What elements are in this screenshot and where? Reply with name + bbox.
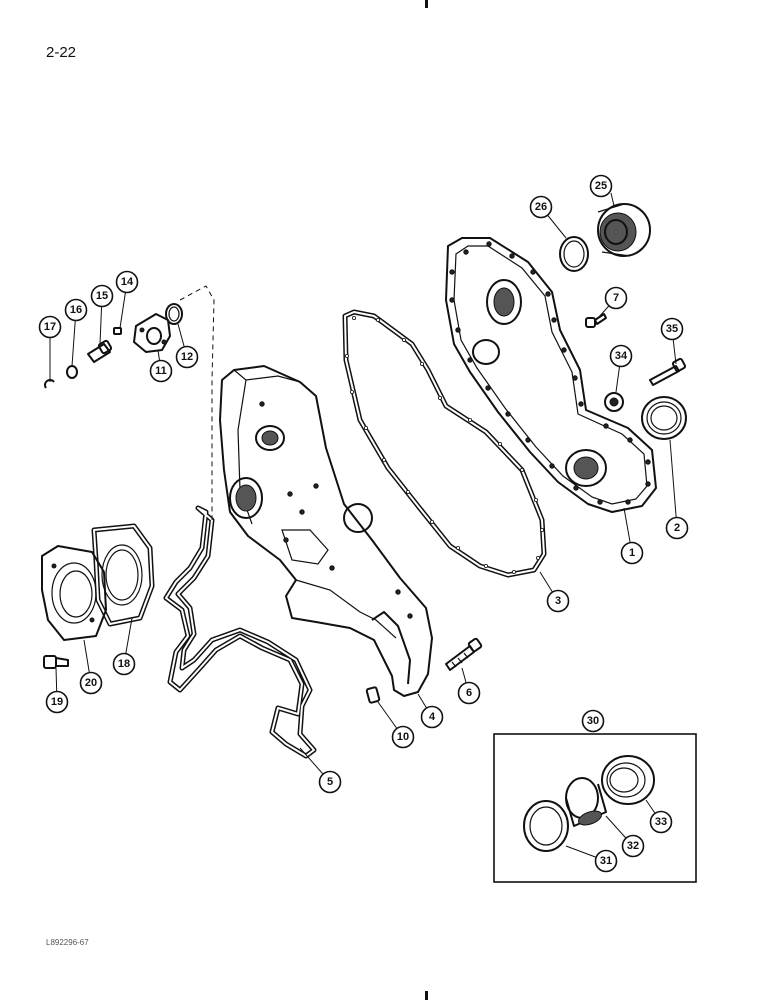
callout-26-label: 26 bbox=[535, 201, 547, 213]
callout-33: 33 bbox=[649, 810, 673, 834]
callout-12-label: 12 bbox=[181, 351, 193, 363]
callout-32-label: 32 bbox=[627, 840, 639, 852]
callout-33-label: 33 bbox=[655, 816, 667, 828]
bottom-edge-mark bbox=[425, 991, 428, 1000]
callout-16-label: 16 bbox=[70, 304, 82, 316]
ring-part-26 bbox=[559, 236, 589, 272]
callout-6: 6 bbox=[457, 681, 481, 705]
figure-code: L892296-67 bbox=[46, 938, 89, 947]
housing-gasket-part-5 bbox=[163, 505, 317, 759]
callout-20-label: 20 bbox=[85, 677, 97, 689]
callout-25: 25 bbox=[589, 174, 613, 198]
callout-11: 11 bbox=[149, 359, 173, 383]
callout-15-label: 15 bbox=[96, 290, 108, 302]
callout-17-label: 17 bbox=[44, 321, 56, 333]
callout-26: 26 bbox=[529, 195, 553, 219]
callout-19-label: 19 bbox=[51, 696, 63, 708]
callout-1-label: 1 bbox=[629, 547, 635, 559]
plug-part-34 bbox=[604, 392, 624, 412]
callout-1: 1 bbox=[620, 541, 644, 565]
callout-25-label: 25 bbox=[595, 180, 607, 192]
kit-box-part-30 bbox=[493, 733, 697, 883]
callout-7-label: 7 bbox=[613, 292, 619, 304]
callout-5: 5 bbox=[318, 770, 342, 794]
callout-14-label: 14 bbox=[121, 276, 134, 288]
callout-4: 4 bbox=[420, 705, 444, 729]
leader-lines bbox=[49, 192, 678, 862]
screw-part-14 bbox=[113, 327, 122, 335]
o-ring-part-12 bbox=[165, 303, 183, 325]
sleeve-part-32 bbox=[565, 777, 607, 827]
callout-19: 19 bbox=[45, 690, 69, 714]
callout-20: 20 bbox=[79, 671, 103, 695]
callout-30-label: 30 bbox=[587, 715, 599, 727]
ring-part-17 bbox=[44, 379, 55, 389]
callout-11-label: 11 bbox=[155, 365, 167, 377]
top-edge-mark bbox=[425, 0, 428, 8]
seal-part-25 bbox=[597, 203, 651, 257]
cover-plate-part-20 bbox=[41, 545, 107, 641]
bolt-part-6 bbox=[445, 637, 483, 671]
plate-gasket-part-18 bbox=[91, 523, 155, 627]
callout-15: 15 bbox=[90, 284, 114, 308]
callout-30: 30 bbox=[581, 709, 605, 733]
o-ring-part-16 bbox=[66, 365, 78, 379]
callout-16: 16 bbox=[64, 298, 88, 322]
seal-part-31 bbox=[523, 800, 569, 852]
callout-7: 7 bbox=[604, 286, 628, 310]
front-cover-part-1 bbox=[445, 237, 657, 513]
cover-gasket-part-3 bbox=[342, 309, 547, 578]
callout-3: 3 bbox=[546, 589, 570, 613]
callout-34: 34 bbox=[609, 344, 633, 368]
seal-part-33 bbox=[601, 755, 655, 805]
callout-3-label: 3 bbox=[555, 595, 561, 607]
callout-10-label: 10 bbox=[397, 731, 409, 743]
callout-31: 31 bbox=[594, 849, 618, 873]
callout-18-label: 18 bbox=[118, 658, 130, 670]
callout-2: 2 bbox=[665, 516, 689, 540]
fitting-part-15 bbox=[87, 339, 113, 363]
connection-part-11 bbox=[133, 313, 171, 353]
callout-32: 32 bbox=[621, 834, 645, 858]
dowel-pin-part-10 bbox=[365, 686, 381, 704]
callout-34-label: 34 bbox=[615, 350, 628, 362]
callout-35-label: 35 bbox=[666, 323, 678, 335]
callout-10: 10 bbox=[391, 725, 415, 749]
gear-housing-part-4 bbox=[219, 365, 433, 697]
callout-4-label: 4 bbox=[429, 711, 436, 723]
callout-2-label: 2 bbox=[674, 522, 680, 534]
capscrew-part-7 bbox=[585, 313, 607, 328]
callout-31-label: 31 bbox=[600, 855, 612, 867]
bolt-part-35 bbox=[649, 357, 687, 386]
hidden-line bbox=[179, 285, 215, 520]
callout-14: 14 bbox=[115, 270, 139, 294]
callout-17: 17 bbox=[38, 315, 62, 339]
seal-part-2 bbox=[641, 396, 687, 440]
callout-35: 35 bbox=[660, 317, 684, 341]
bolt-part-19 bbox=[43, 655, 69, 669]
callout-12: 12 bbox=[175, 345, 199, 369]
callout-18: 18 bbox=[112, 652, 136, 676]
callout-6-label: 6 bbox=[466, 687, 472, 699]
page-number: 2-22 bbox=[46, 44, 77, 61]
callout-5-label: 5 bbox=[327, 776, 333, 788]
